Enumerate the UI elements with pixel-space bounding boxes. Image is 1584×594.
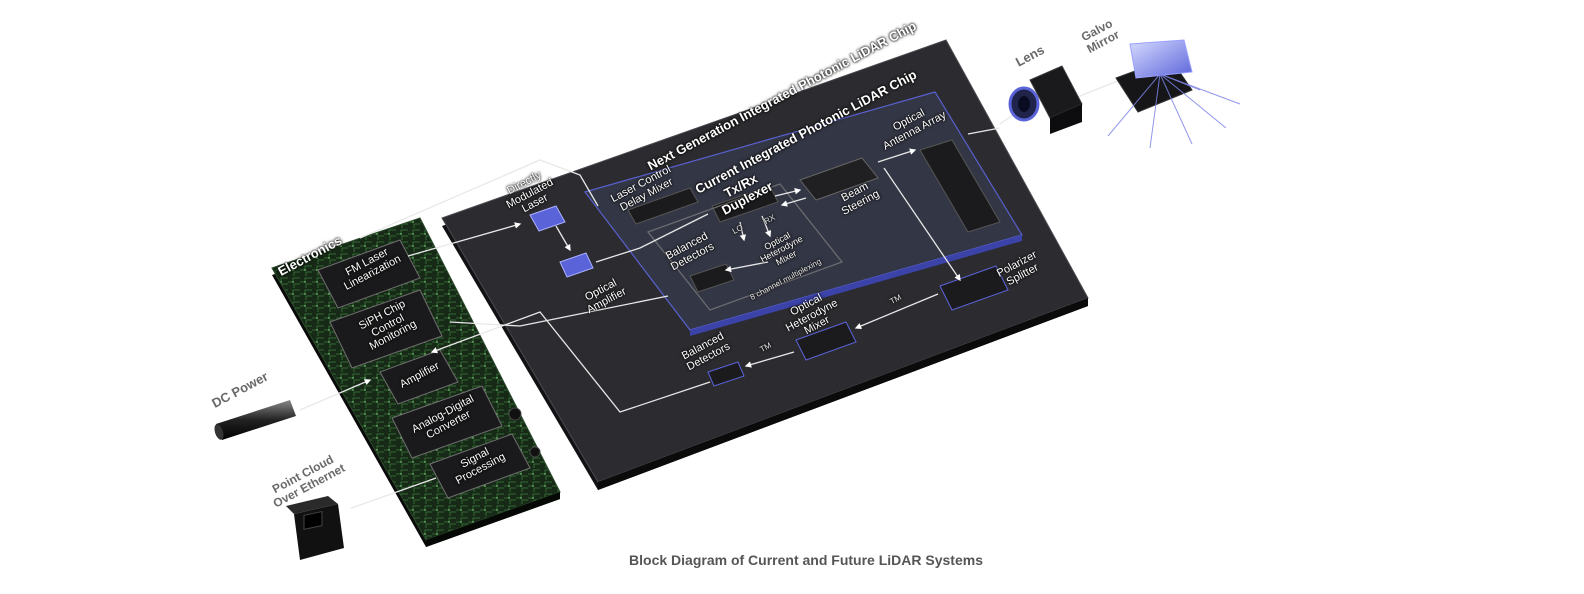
block-optical-amplifier [559, 252, 594, 278]
line-steering-to-antenna [877, 148, 917, 163]
line-lo [739, 221, 747, 242]
multiplexing-group [646, 183, 844, 311]
block-antenna-array [919, 139, 1001, 233]
dc-power-cylinder [214, 400, 296, 440]
block-polarizer-splitter [939, 265, 1009, 311]
diagram-caption: Block Diagram of Current and Future LiDA… [629, 552, 983, 568]
lens-component [1008, 65, 1083, 134]
galvo-mirror-component [1107, 39, 1241, 149]
line-detectors-to-amplifier [430, 311, 711, 413]
line-amp-to-duplexer [595, 213, 709, 263]
block-dm-laser [529, 205, 566, 232]
line-inner-detectors-to-siph [449, 295, 669, 327]
line-duplexer-to-steering [774, 188, 802, 197]
line-mixer-to-detectors [724, 261, 769, 273]
capacitor-2 [529, 446, 541, 458]
chip-fm-laser [317, 239, 421, 309]
line-antenna-to-polarizer [883, 167, 961, 282]
chip-signal-processing [429, 433, 531, 499]
ethernet-port [286, 496, 344, 560]
electronics-chips [317, 239, 541, 499]
photonic-blocks [529, 139, 1009, 387]
chip-adc [391, 385, 503, 459]
line-antenna-out [967, 127, 1001, 135]
line-dc-power [299, 379, 372, 411]
line-point-cloud [344, 477, 437, 512]
block-laser-control [627, 187, 699, 225]
line-mixer-to-detectors-outer [744, 351, 795, 368]
line-laser-to-amp [555, 225, 571, 252]
line-rx [761, 215, 772, 238]
block-heterodyne-mixer-outer [795, 321, 857, 361]
chip-siph-control [329, 289, 443, 369]
block-duplexer [711, 185, 779, 223]
capacitor-1 [508, 407, 522, 421]
chip-amplifier [379, 349, 459, 405]
block-beam-steering [799, 157, 879, 201]
connections [299, 79, 1121, 512]
line-fm-to-laser [407, 222, 522, 257]
line-steering-to-duplexer [780, 197, 807, 207]
block-balanced-detectors-outer [707, 361, 745, 387]
line-polarizer-to-mixer [854, 293, 939, 330]
line-electronics-to-chip [359, 159, 599, 239]
block-balanced-detectors-inner [689, 263, 735, 293]
